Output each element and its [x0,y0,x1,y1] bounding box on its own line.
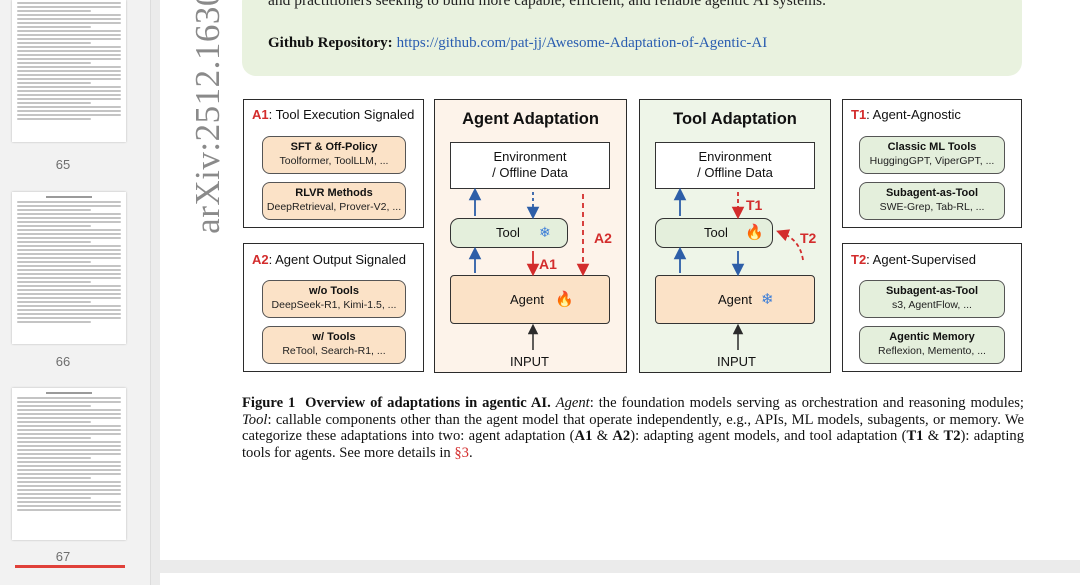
page-thumbnail-66[interactable] [12,192,126,344]
fire-icon: 🔥 [745,224,764,241]
svg-text:A2: A2 [594,230,612,246]
page-number-66: 66 [55,354,71,369]
section-reference-link[interactable]: §3 [454,444,469,461]
repo-line: Github Repository:https://github.com/pat… [268,35,767,52]
page-thumbnail-65[interactable] [12,0,126,142]
agent-env-box: Environment/ Offline Data [450,142,610,189]
agent-tool-box: Tool ❄ [450,218,568,248]
next-page-edge [160,573,1080,585]
tool-adaptation-arrows: T1 T2 [673,187,817,350]
page-number-67: 67 [55,549,71,564]
intro-text: and practitioners seeking to build more … [268,0,826,9]
figure-caption: Figure 1 Overview of adaptations in agen… [242,395,1025,461]
fire-icon: 🔥 [555,291,574,308]
agent-adaptation-title: Agent Adaptation [462,110,599,128]
tool-adaptation-title: Tool Adaptation [673,110,797,128]
t2-title: T2: Agent-Supervised [851,252,977,267]
tool-adaptation-panel: Tool Adaptation Environment/ Offline Dat… [639,99,831,373]
page-thumbnail-67[interactable] [12,388,126,540]
a1-panel: A1: Tool Execution Signaled SFT & Off-Po… [243,99,424,228]
a2-title: A2: Agent Output Signaled [252,252,406,267]
tool-input-label: INPUT [717,354,756,369]
summary-panel [242,0,1022,76]
page-number-65: 65 [55,157,71,172]
arxiv-watermark: arXiv:2512.1630 [188,0,227,234]
svg-text:T1: T1 [746,197,763,213]
svg-text:A1: A1 [539,256,557,272]
repo-link[interactable]: https://github.com/pat-jj/Awesome-Adapta… [396,35,768,51]
snowflake-icon: ❄ [761,291,774,308]
agent-adaptation-arrows: A1 A2 [468,187,612,350]
t1-title: T1: Agent-Agnostic [851,107,961,122]
a1-title: A1: Tool Execution Signaled [252,107,415,122]
agent-input-label: INPUT [510,354,549,369]
selected-page-indicator [15,565,125,568]
svg-text:T2: T2 [800,230,817,246]
agent-adaptation-panel: Agent Adaptation Environment/ Offline Da… [434,99,627,373]
repo-label: Github Repository: [268,35,393,51]
snowflake-icon: ❄ [539,224,551,240]
thumbnail-sidebar: 65 66 67 [0,0,151,585]
tool-env-box: Environment/ Offline Data [655,142,815,189]
tool-tool-box: Tool 🔥 [655,218,773,248]
agent-agent-box: Agent 🔥 [450,275,610,324]
